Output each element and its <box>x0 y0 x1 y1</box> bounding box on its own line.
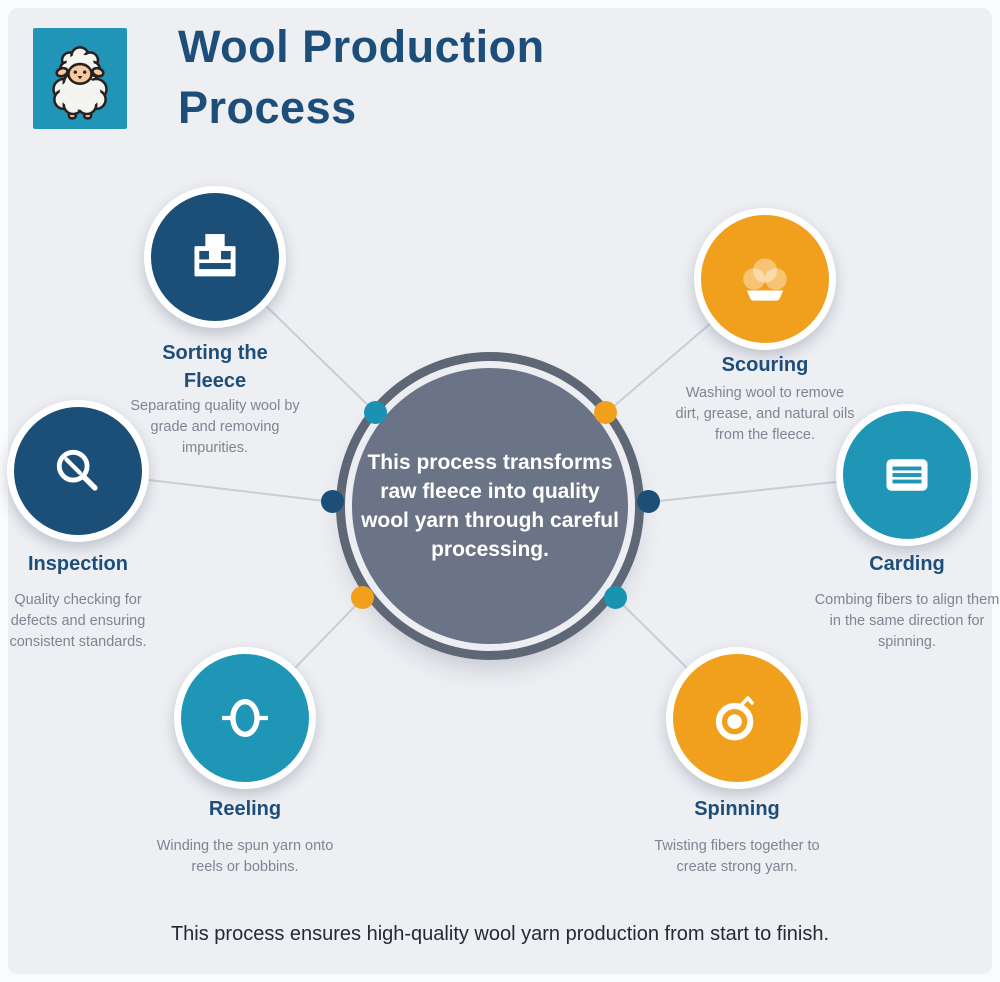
node-title-spinning: Spinning <box>694 798 780 820</box>
sheep-icon <box>52 45 108 120</box>
central-text: This process transforms raw fleece into … <box>361 451 619 561</box>
page-title-line2: Process <box>178 82 357 133</box>
node-circle-carding <box>836 404 978 546</box>
node-circle-scouring <box>694 208 836 350</box>
node-circle-spinning <box>666 647 808 789</box>
node-circle-inspection <box>7 400 149 542</box>
node-desc-spinning: Twisting fibers together to create stron… <box>654 838 820 875</box>
sorting-tray-icon <box>194 234 236 277</box>
magnifier-icon <box>56 449 98 491</box>
node-circle-sorting <box>144 186 286 328</box>
wool-wash-icon <box>743 258 787 301</box>
page-title-line1: Wool Production <box>178 21 545 72</box>
node-title-inspection: Inspection <box>27 553 128 575</box>
central-circle: This process transforms raw fleece into … <box>345 361 635 651</box>
node-desc-sorting: Separating quality wool by grade and rem… <box>130 398 300 456</box>
node-title-scouring: Scouring <box>721 354 809 376</box>
node-circle-reeling <box>174 647 316 789</box>
node-title-sorting: Sorting the Fleece <box>162 342 268 392</box>
connector-dot-inspection <box>321 490 344 513</box>
footer-text: This process ensures high-quality wool y… <box>170 923 830 945</box>
node-title-carding: Carding <box>869 553 945 575</box>
connector-dot-carding <box>637 490 660 513</box>
yarn-ball-icon <box>715 696 754 741</box>
logo-square <box>33 28 127 129</box>
node-title-reeling: Reeling <box>208 798 282 820</box>
page-title: Wool Production Process <box>178 16 545 138</box>
node-desc-scouring: Washing wool to remove dirt, grease, and… <box>675 385 855 443</box>
bobbin-icon <box>222 698 268 738</box>
connector-dot-reeling <box>351 586 374 609</box>
card-lines-icon <box>886 459 928 491</box>
node-desc-reeling: Winding the spun yarn onto reels or bobb… <box>156 838 334 875</box>
connector-dot-scouring <box>594 401 617 424</box>
node-desc-inspection: Quality checking for defects and ensurin… <box>9 592 147 650</box>
connector-dot-spinning <box>604 586 627 609</box>
node-desc-carding: Combing fibers to align them in the same… <box>814 592 1000 650</box>
connector-dot-sorting <box>364 401 387 424</box>
